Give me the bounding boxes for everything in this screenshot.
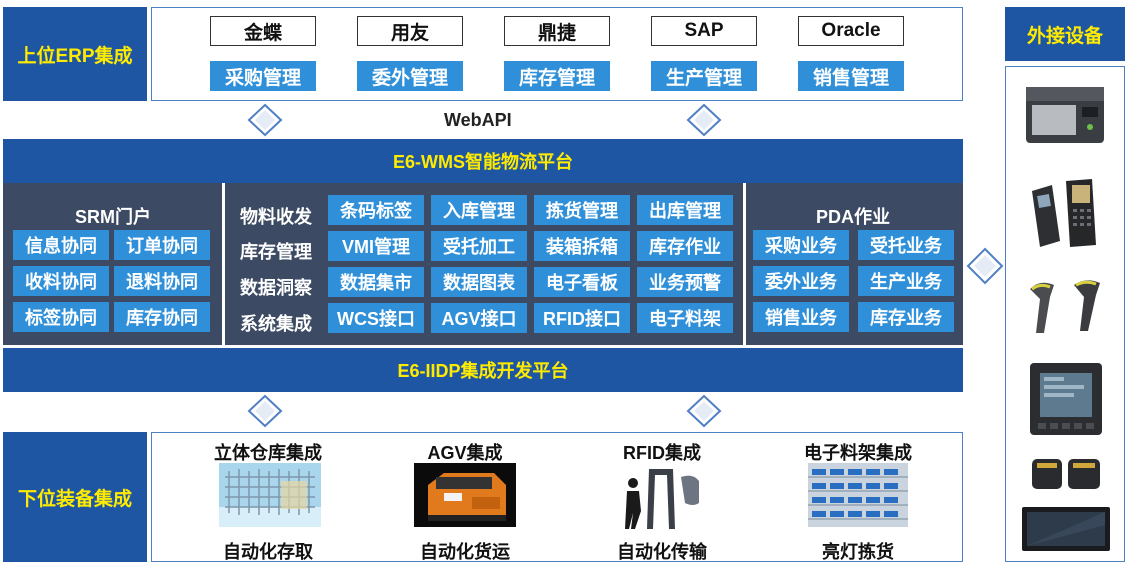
srm-return-collab: 退料协同 xyxy=(114,266,210,296)
connector-external-icon xyxy=(966,247,1004,285)
eshelf-title: 电子料架集成 xyxy=(804,443,912,463)
external-devices-label: 外接设备 xyxy=(1005,7,1125,61)
cell-wcs-api: WCS接口 xyxy=(328,303,424,333)
erp-system-sap: SAP xyxy=(651,16,757,46)
webapi-label: WebAPI xyxy=(444,110,512,130)
erp-module-purchase: 采购管理 xyxy=(210,61,316,91)
mobile-printer-icon xyxy=(1032,459,1100,489)
cell-data-mart: 数据集市 xyxy=(328,267,424,297)
cell-rfid-api: RFID接口 xyxy=(534,303,630,333)
srm-portal-title: SRM门户 xyxy=(75,207,151,227)
pda-stock: 库存业务 xyxy=(858,302,954,332)
cell-e-board: 电子看板 xyxy=(534,267,630,297)
agv-subtitle: 自动化货运 xyxy=(420,542,510,562)
agv-title: AGV集成 xyxy=(427,443,503,463)
asrs-subtitle: 自动化存取 xyxy=(223,542,313,562)
srm-stock-collab: 库存协同 xyxy=(114,302,210,332)
lower-equipment-label: 下位装备集成 xyxy=(3,432,147,562)
eshelf-subtitle: 亮灯拣货 xyxy=(822,542,894,562)
agv-robot-image xyxy=(414,463,516,527)
srm-info-collab: 信息协同 xyxy=(13,230,109,260)
row-label-material: 物料收发 xyxy=(240,207,312,227)
connector-lower-left-icon xyxy=(247,394,283,428)
wms-platform-title: E6-WMS智能物流平台 xyxy=(3,139,963,183)
erp-module-inventory: 库存管理 xyxy=(504,61,610,91)
srm-order-collab: 订单协同 xyxy=(114,230,210,260)
erp-panel: 金蝶 用友 鼎捷 SAP Oracle 采购管理 委外管理 库存管理 生产管理 … xyxy=(151,7,963,101)
cell-picking: 拣货管理 xyxy=(534,195,630,225)
srm-receipt-collab: 收料协同 xyxy=(13,266,109,296)
erp-integration-label: 上位ERP集成 xyxy=(3,7,147,101)
pda-purchase: 采购业务 xyxy=(753,230,849,260)
connector-erp-right-icon xyxy=(686,103,722,137)
rfid-subtitle: 自动化传输 xyxy=(617,542,707,562)
label-printer-icon xyxy=(1026,87,1104,143)
divider-left xyxy=(222,183,225,345)
erp-module-outsourcing: 委外管理 xyxy=(357,61,463,91)
iidp-platform-title: E6-IIDP集成开发平台 xyxy=(3,348,963,392)
external-devices-panel xyxy=(1005,66,1125,562)
divider-right xyxy=(743,183,746,345)
cell-agv-api: AGV接口 xyxy=(431,303,527,333)
handheld-terminal-icon xyxy=(1032,179,1096,247)
connector-erp-left-icon xyxy=(247,103,283,137)
cell-stock-operation: 库存作业 xyxy=(637,231,733,261)
barcode-scanner-icon xyxy=(1030,280,1100,333)
erp-system-kingdee: 金蝶 xyxy=(210,16,316,46)
display-screen-icon xyxy=(1022,507,1110,551)
pda-sales: 销售业务 xyxy=(753,302,849,332)
erp-system-digiwin: 鼎捷 xyxy=(504,16,610,46)
cell-vmi: VMI管理 xyxy=(328,231,424,261)
row-label-integration: 系统集成 xyxy=(240,314,312,334)
row-label-data-insight: 数据洞察 xyxy=(240,278,312,298)
srm-label-collab: 标签协同 xyxy=(13,302,109,332)
pda-consigned: 受托业务 xyxy=(858,230,954,260)
pda-production: 生产业务 xyxy=(858,266,954,296)
row-label-inventory: 库存管理 xyxy=(240,242,312,262)
lower-equipment-panel: 立体仓库集成 自动化存取 AGV集成 自动化货运 RFID集成 自动化 xyxy=(151,432,963,562)
pda-title: PDA作业 xyxy=(815,207,890,227)
erp-system-yonyou: 用友 xyxy=(357,16,463,46)
erp-module-sales: 销售管理 xyxy=(798,61,904,91)
wms-modules-panel: SRM门户 信息协同 订单协同 收料协同 退料协同 标签协同 库存协同 物料收发… xyxy=(3,183,963,345)
asrs-title: 立体仓库集成 xyxy=(214,443,322,463)
connector-lower-right-icon xyxy=(686,394,722,428)
cell-consigned-processing: 受托加工 xyxy=(431,231,527,261)
erp-system-oracle: Oracle xyxy=(798,16,904,46)
eshelf-rack-image xyxy=(808,463,908,527)
pda-outsourcing: 委外业务 xyxy=(753,266,849,296)
cell-packing: 装箱拆箱 xyxy=(534,231,630,261)
cell-biz-alert: 业务预警 xyxy=(637,267,733,297)
cell-barcode-label: 条码标签 xyxy=(328,195,424,225)
vehicle-terminal-icon xyxy=(1030,363,1102,435)
cell-inbound: 入库管理 xyxy=(431,195,527,225)
cell-outbound: 出库管理 xyxy=(637,195,733,225)
asrs-warehouse-image xyxy=(219,463,321,527)
cell-data-charts: 数据图表 xyxy=(431,267,527,297)
erp-module-production: 生产管理 xyxy=(651,61,757,91)
rfid-gate-image xyxy=(613,463,713,531)
cell-e-shelf: 电子料架 xyxy=(637,303,733,333)
rfid-title: RFID集成 xyxy=(623,443,701,463)
